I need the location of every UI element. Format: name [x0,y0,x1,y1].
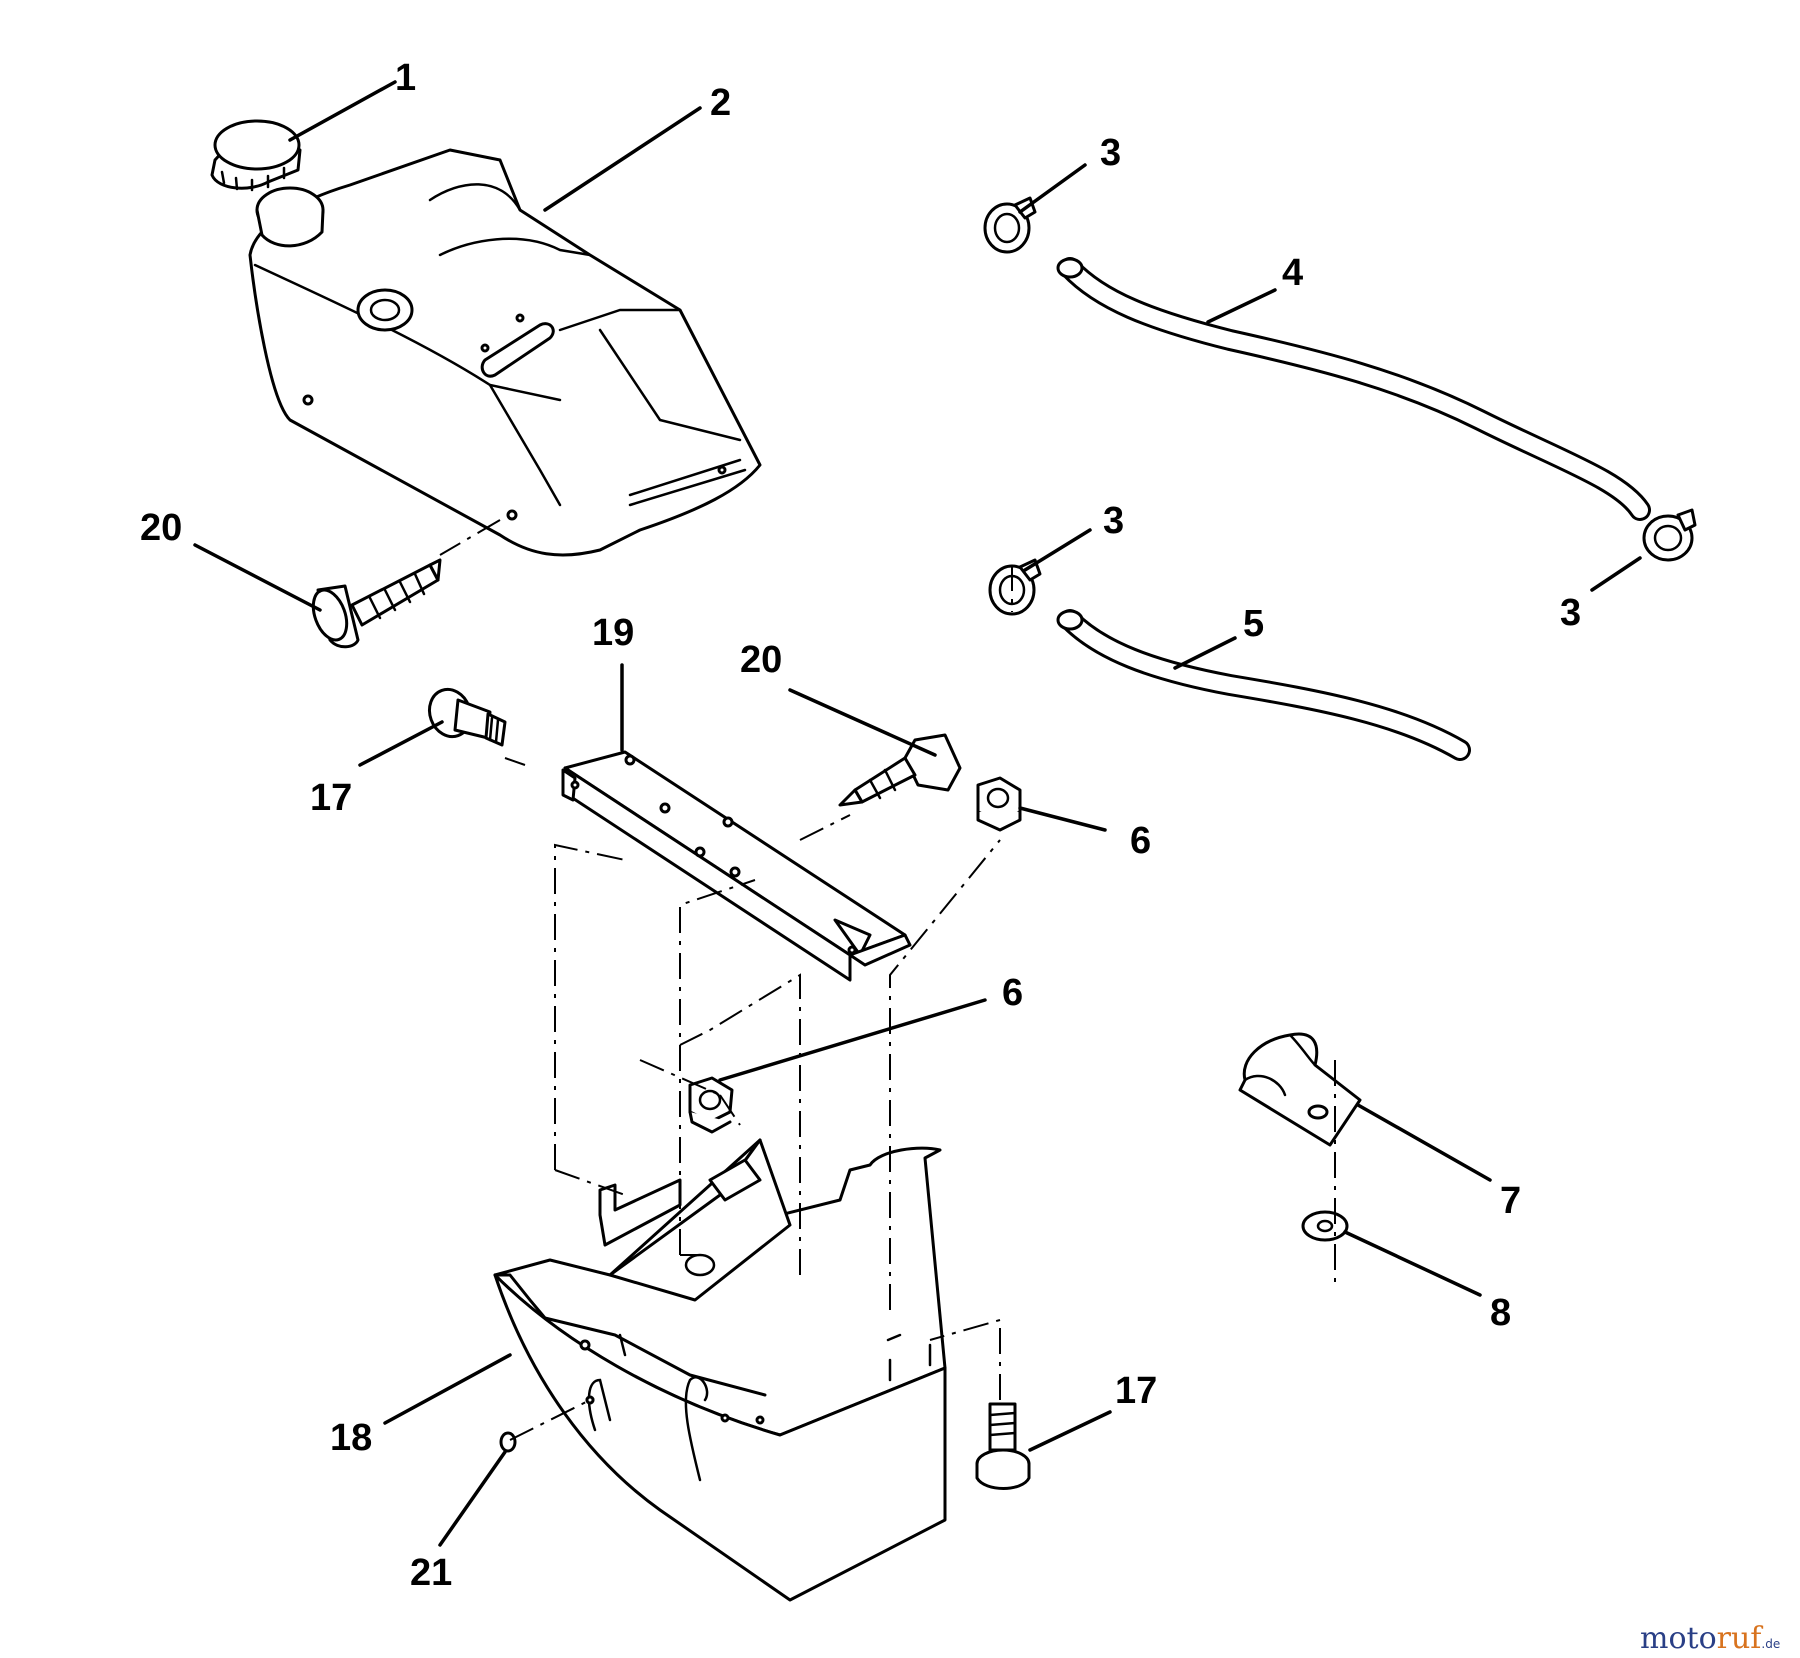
hose-clamp-3 [1642,508,1697,562]
callout-8: 8 [1490,1292,1511,1334]
callout-labels: 1 2 3 4 3 3 5 20 19 20 17 6 6 7 8 17 18 … [140,57,1581,1594]
fuel-cap [210,119,302,192]
rivet [499,1431,517,1453]
shoulder-bolt-lower [975,1402,1031,1490]
watermark-part2: ruf [1717,1621,1764,1656]
hose-clamp-2 [988,558,1042,616]
shield-panel [493,1138,947,1602]
callout-6-upper: 6 [1130,820,1151,862]
tank-screw [311,558,442,649]
bracket-screw [838,733,962,807]
callout-4: 4 [1282,252,1303,294]
callout-7: 7 [1500,1180,1521,1222]
callout-20-lower: 20 [740,639,782,681]
callout-2: 2 [710,82,731,124]
callout-17-lower: 17 [1115,1370,1157,1412]
alignment-lines [439,519,1336,1441]
callout-6-lower: 6 [1002,972,1023,1014]
watermark-suffix: .de [1761,1637,1780,1651]
callout-3-right: 3 [1560,592,1581,634]
shoulder-bolt-upper [427,687,507,747]
hex-nut-lower [688,1076,734,1134]
hose-clip [1238,1032,1362,1147]
svg-text:motoruf.de: motoruf.de [1640,1621,1780,1656]
fuel-line-lower [1056,609,1471,761]
callout-17-upper: 17 [310,777,352,819]
fuel-line-upper [1056,257,1651,521]
fuel-tank [248,148,762,557]
callout-20-upper: 20 [140,507,182,549]
callout-19: 19 [592,612,634,654]
watermark-logo: motoruf.de [1640,1621,1780,1656]
callout-21: 21 [410,1552,452,1594]
callout-1: 1 [395,57,416,99]
callout-18: 18 [330,1417,372,1459]
hex-nut-upper [976,776,1022,832]
leader-lines [193,80,1642,1547]
callout-3-middle: 3 [1103,500,1124,542]
callout-5: 5 [1243,603,1264,645]
callout-3-top: 3 [1100,132,1121,174]
watermark-part1: moto [1640,1621,1717,1656]
washer [1301,1210,1349,1242]
mounting-bracket [561,750,912,982]
